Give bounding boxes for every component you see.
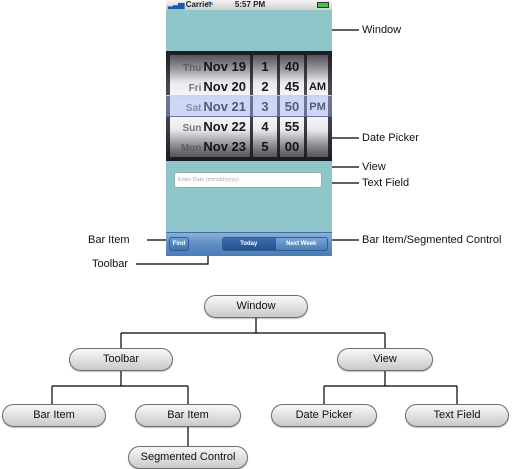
wifi-icon: ◠ bbox=[206, 0, 213, 9]
min-wheel-row[interactable]: 45 bbox=[280, 76, 304, 98]
status-time: 5:57 PM bbox=[234, 0, 266, 9]
weekday-label: Thu bbox=[183, 63, 201, 74]
segment-next-week[interactable]: Next Week bbox=[275, 237, 328, 251]
node-toolbar: Toolbar bbox=[69, 348, 173, 371]
weekday-label: Fri bbox=[189, 83, 202, 94]
date-text-field[interactable]: Enter Date (mm/dd/yyyy) bbox=[174, 172, 322, 188]
date-label: Nov 20 bbox=[203, 79, 246, 94]
node-segmented-control: Segmented Control bbox=[128, 446, 248, 469]
battery-icon bbox=[317, 2, 329, 8]
picker-shading bbox=[166, 51, 332, 161]
minute-wheel[interactable]: 4045505500 bbox=[280, 55, 304, 157]
callout-bar-item: Bar Item bbox=[88, 234, 130, 246]
status-bar: ▂▃▅ Carrier ◠ 5:57 PM bbox=[166, 0, 332, 10]
callout-view: View bbox=[362, 161, 386, 173]
date-wheel-row[interactable]: SatNov 21 bbox=[170, 96, 250, 118]
date-label: Nov 23 bbox=[203, 139, 246, 154]
callout-toolbar: Toolbar bbox=[92, 258, 129, 270]
window-background bbox=[166, 10, 332, 51]
signal-strength-icon: ▂▃▅ bbox=[168, 0, 185, 9]
segment-today[interactable]: Today bbox=[222, 237, 276, 251]
weekday-label: Sun bbox=[182, 123, 201, 134]
hour-wheel-row[interactable]: 2 bbox=[253, 76, 277, 98]
min-wheel-row[interactable]: 40 bbox=[280, 56, 304, 78]
date-label: Nov 19 bbox=[203, 59, 246, 74]
ampm-wheel-row[interactable]: AM bbox=[307, 76, 328, 98]
carrier-label: Carrier bbox=[185, 0, 212, 9]
picker-selection-bar bbox=[166, 95, 332, 117]
node-view: View bbox=[337, 348, 433, 371]
min-wheel-row[interactable]: 00 bbox=[280, 136, 304, 157]
min-wheel-row[interactable]: 55 bbox=[280, 116, 304, 138]
hour-wheel-row[interactable]: 4 bbox=[253, 116, 277, 138]
callout-window: Window bbox=[362, 24, 402, 36]
weekday-label: Sat bbox=[186, 103, 202, 114]
node-window: Window bbox=[204, 295, 308, 318]
date-label: Nov 21 bbox=[203, 99, 246, 114]
hour-wheel-row[interactable]: 1 bbox=[253, 56, 277, 78]
ampm-wheel-row[interactable]: PM bbox=[307, 96, 328, 118]
min-wheel-row[interactable]: 50 bbox=[280, 96, 304, 118]
hour-wheel[interactable]: 12345 bbox=[253, 55, 277, 157]
callout-text-field: Text Field bbox=[362, 177, 410, 189]
node-bar-item-1: Bar Item bbox=[2, 404, 106, 427]
date-wheel-row[interactable]: SunNov 22 bbox=[170, 116, 250, 138]
date-wheel-row[interactable]: ThuNov 19 bbox=[170, 56, 250, 78]
toolbar: Find Today Next Week bbox=[166, 232, 332, 256]
phone-screenshot: ▂▃▅ Carrier ◠ 5:57 PM ThuNov 19FriNov 20… bbox=[166, 0, 332, 256]
text-field-placeholder: Enter Date (mm/dd/yyyy) bbox=[178, 177, 239, 183]
hour-wheel-row[interactable]: 5 bbox=[253, 136, 277, 157]
segmented-control[interactable]: Today Next Week bbox=[222, 237, 328, 251]
node-text-field: Text Field bbox=[405, 404, 509, 427]
date-wheel-row[interactable]: FriNov 20 bbox=[170, 76, 250, 98]
ampm-wheel[interactable]: AMPM bbox=[307, 55, 328, 157]
hour-wheel-row[interactable]: 3 bbox=[253, 96, 277, 118]
node-bar-item-2: Bar Item bbox=[135, 404, 241, 427]
callout-bar-item-segmented-control: Bar Item/Segmented Control bbox=[362, 234, 502, 246]
node-date-picker: Date Picker bbox=[271, 404, 377, 427]
date-wheel[interactable]: ThuNov 19FriNov 20SatNov 21SunNov 22MonN… bbox=[170, 55, 250, 157]
date-label: Nov 22 bbox=[203, 119, 246, 134]
date-wheel-row[interactable]: MonNov 23 bbox=[170, 136, 250, 157]
callout-date-picker: Date Picker bbox=[362, 132, 419, 144]
date-picker[interactable]: ThuNov 19FriNov 20SatNov 21SunNov 22MonN… bbox=[166, 51, 332, 161]
find-button[interactable]: Find bbox=[169, 237, 189, 251]
weekday-label: Mon bbox=[181, 143, 202, 154]
